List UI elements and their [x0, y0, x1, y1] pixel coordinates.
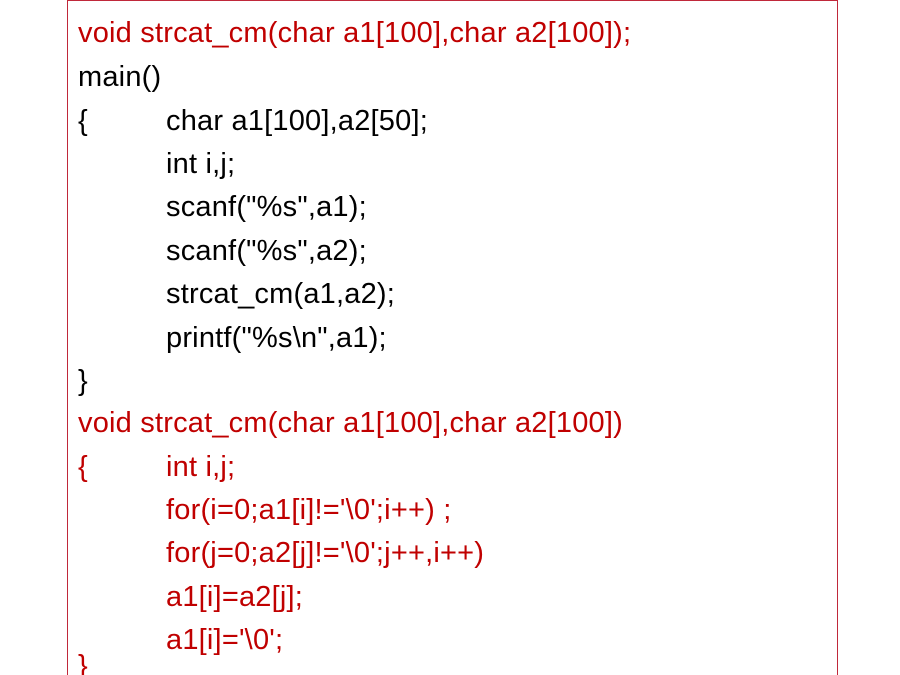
- code-line-5: scanf("%s",a1);: [78, 185, 367, 229]
- code-brace: {: [78, 105, 88, 137]
- code-line-3: { char a1[100],a2[50];: [78, 99, 428, 143]
- code-text: for(i=0;a1[i]!='\0';i++) ;: [166, 494, 452, 526]
- code-brace: {: [78, 451, 88, 483]
- code-line-10: void strcat_cm(char a1[100],char a2[100]…: [78, 401, 623, 445]
- code-text: main(): [78, 61, 162, 93]
- code-line-14: a1[i]=a2[j];: [78, 575, 303, 619]
- code-line-16: }: [78, 644, 88, 675]
- code-text: int i,j;: [166, 451, 236, 483]
- code-line-12: for(i=0;a1[i]!='\0';i++) ;: [78, 488, 451, 532]
- code-line-6: scanf("%s",a2);: [78, 229, 367, 273]
- code-line-1: void strcat_cm(char a1[100],char a2[100]…: [78, 11, 631, 55]
- code-line-7: strcat_cm(a1,a2);: [78, 272, 395, 316]
- code-text: scanf("%s",a2);: [166, 235, 367, 267]
- code-line-2: main(): [78, 55, 161, 99]
- code-text: void strcat_cm(char a1[100],char a2[100]…: [78, 17, 632, 49]
- code-brace: }: [78, 365, 88, 397]
- code-line-8: printf("%s\n",a1);: [78, 316, 387, 360]
- code-listing: void strcat_cm(char a1[100],char a2[100]…: [67, 0, 838, 675]
- code-text: a1[i]=a2[j];: [166, 581, 304, 613]
- code-text: scanf("%s",a1);: [166, 191, 367, 223]
- code-text: char a1[100],a2[50];: [166, 105, 428, 137]
- code-line-4: int i,j;: [78, 142, 235, 186]
- code-text: void strcat_cm(char a1[100],char a2[100]…: [78, 407, 623, 439]
- code-line-9: }: [78, 359, 88, 403]
- code-brace: }: [78, 650, 88, 675]
- code-line-13: for(j=0;a2[j]!='\0';j++,i++): [78, 531, 484, 575]
- code-text: int i,j;: [166, 148, 236, 180]
- code-line-11: { int i,j;: [78, 445, 235, 489]
- code-text: strcat_cm(a1,a2);: [166, 278, 396, 310]
- code-line-15: a1[i]='\0';: [78, 618, 283, 662]
- code-text: a1[i]='\0';: [166, 624, 284, 656]
- code-text: printf("%s\n",a1);: [166, 322, 387, 354]
- code-text: for(j=0;a2[j]!='\0';j++,i++): [166, 537, 485, 569]
